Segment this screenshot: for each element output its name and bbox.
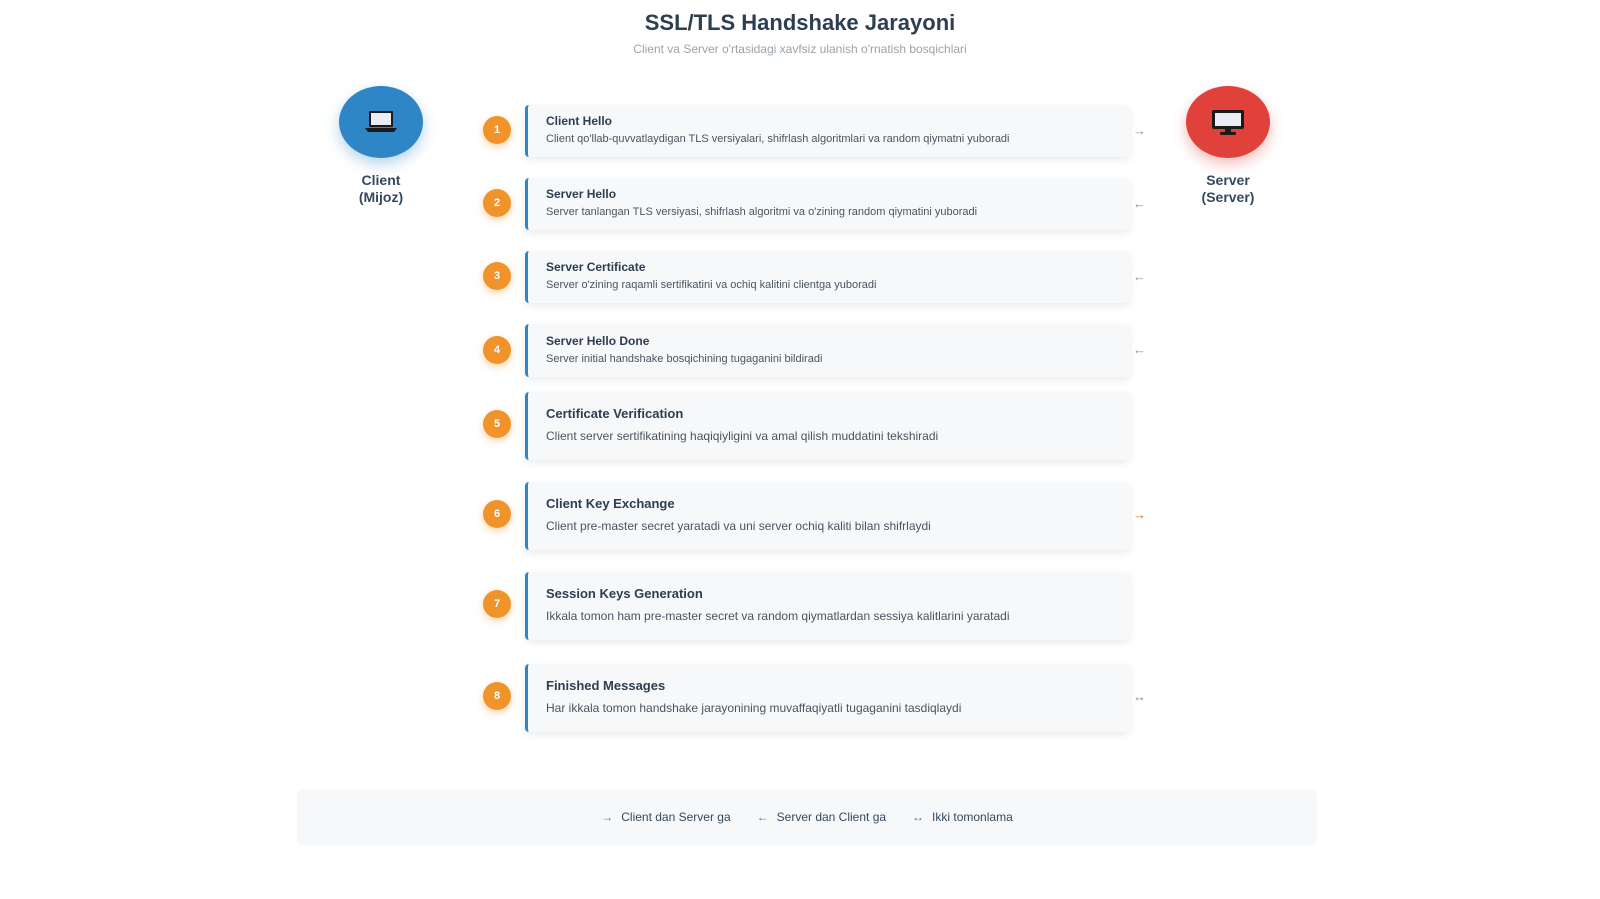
step-description: Client server sertifikatining haqiqiylig…	[546, 429, 939, 443]
step-title: Client Hello	[546, 114, 613, 128]
step-description: Server tanlangan TLS versiyasi, shifrlas…	[546, 206, 978, 218]
legend-item-server-to-client: ← Server dan Client ga	[757, 810, 886, 824]
server-label: Server (Server)	[1168, 172, 1288, 206]
step-number-badge: 1	[483, 116, 511, 144]
step-card: Server Hello Done Server initial handsha…	[525, 324, 1130, 377]
laptop-icon	[365, 111, 397, 132]
step-number-badge: 2	[483, 189, 511, 217]
page-subtitle: Client va Server o'rtasidagi xavfsiz ula…	[633, 42, 967, 56]
legend: → Client dan Server ga ← Server dan Clie…	[297, 789, 1317, 845]
step-title: Session Keys Generation	[546, 586, 703, 601]
step-card: Session Keys Generation Ikkala tomon ham…	[525, 572, 1130, 640]
server-label-sub: (Server)	[1201, 189, 1255, 205]
step-title: Server Certificate	[546, 260, 646, 274]
step-number-badge: 6	[483, 500, 511, 528]
step-description: Har ikkala tomon handshake jarayonining …	[546, 701, 962, 715]
direction-arrow-right: →	[1133, 123, 1146, 138]
step-number-badge: 8	[483, 682, 511, 710]
legend-item-bidirectional: ↔ Ikki tomonlama	[912, 810, 1013, 824]
client-label: Client (Mijoz)	[321, 172, 441, 206]
step-title: Server Hello Done	[546, 334, 650, 348]
step-card: Finished Messages Har ikkala tomon hands…	[525, 664, 1130, 732]
step-card: Server Certificate Server o'zining raqam…	[525, 251, 1130, 303]
client-label-sub: (Mijoz)	[358, 189, 404, 205]
step-card: Server Hello Server tanlangan TLS versiy…	[525, 178, 1130, 230]
direction-arrow-left: ←	[1133, 196, 1146, 211]
direction-arrow-right: →	[1133, 507, 1146, 522]
step-title: Finished Messages	[546, 678, 666, 693]
step-card: Certificate Verification Client server s…	[525, 392, 1130, 460]
step-description: Client pre-master secret yaratadi va uni…	[546, 519, 931, 533]
arrow-left-icon: ←	[756, 810, 769, 824]
step-description: Server initial handshake bosqichining tu…	[546, 353, 823, 365]
step-card: Client Hello Client qo'llab-quvvatlaydig…	[525, 105, 1130, 157]
arrow-bidirectional-icon: ↔	[912, 810, 925, 824]
step-number-badge: 5	[483, 410, 511, 438]
step-description: Client qo'llab-quvvatlaydigan TLS versiy…	[546, 133, 1010, 145]
server-label-name: Server	[1206, 172, 1250, 188]
client-actor: Client (Mijoz)	[321, 86, 441, 206]
direction-arrow-left: ←	[1133, 342, 1146, 357]
server-actor: Server (Server)	[1168, 86, 1288, 206]
arrow-right-icon: →	[601, 810, 614, 824]
client-circle	[339, 86, 423, 158]
step-title: Certificate Verification	[546, 406, 684, 421]
client-label-name: Client	[361, 172, 401, 188]
step-number-badge: 7	[483, 590, 511, 618]
step-title: Server Hello	[546, 187, 617, 201]
server-circle	[1186, 86, 1270, 158]
step-description: Ikkala tomon ham pre-master secret va ra…	[546, 609, 1010, 623]
step-number-badge: 4	[483, 336, 511, 364]
page-title: SSL/TLS Handshake Jarayoni	[644, 10, 956, 35]
direction-arrow-left: ←	[1133, 269, 1146, 284]
legend-label: Server dan Client ga	[776, 810, 887, 824]
direction-arrow-bidirectional: ↔	[1133, 689, 1146, 704]
legend-label: Client dan Server ga	[621, 810, 731, 824]
step-card: Client Key Exchange Client pre-master se…	[525, 482, 1130, 550]
step-number-badge: 3	[483, 262, 511, 290]
step-description: Server o'zining raqamli sertifikatini va…	[546, 279, 877, 291]
step-title: Client Key Exchange	[546, 496, 675, 511]
legend-item-client-to-server: → Client dan Server ga	[601, 810, 730, 824]
monitor-icon	[1212, 110, 1244, 135]
legend-label: Ikki tomonlama	[932, 810, 1013, 824]
